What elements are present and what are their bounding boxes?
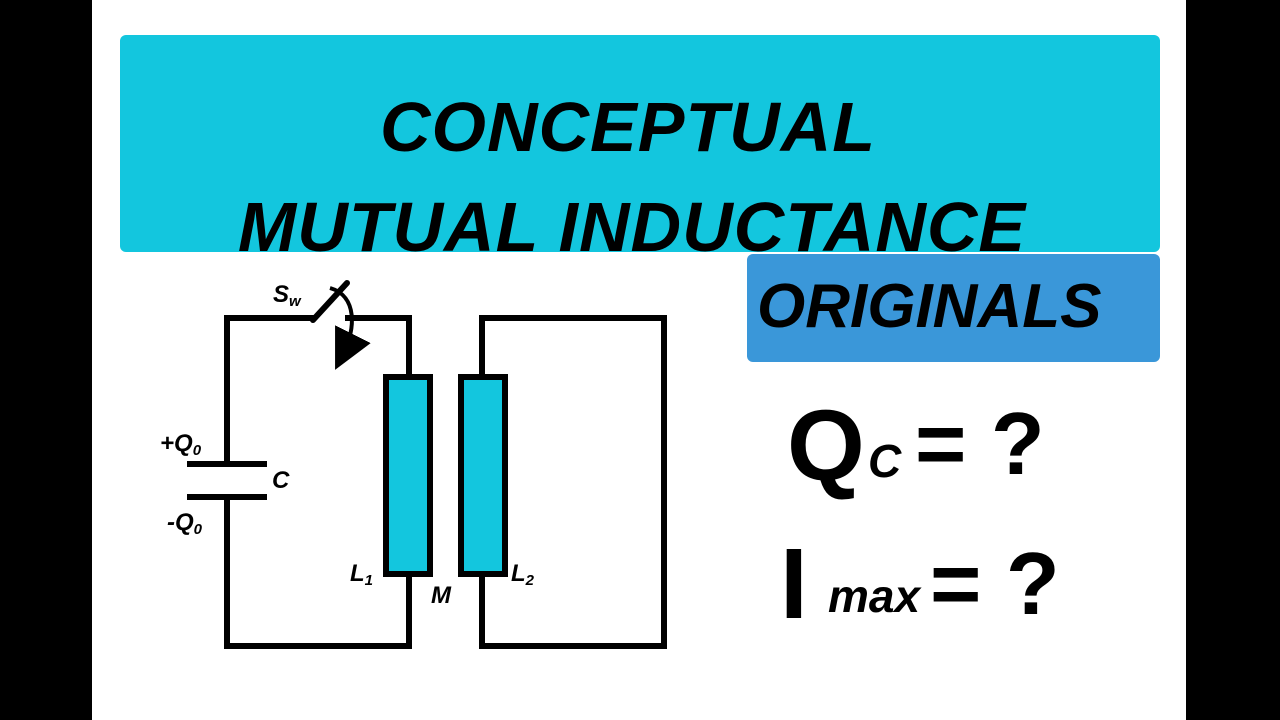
- mutual-inductance-label: M: [431, 582, 451, 609]
- inductor-l2-label: L2: [511, 560, 535, 590]
- equation-charge-rhs: = ?: [915, 394, 1045, 493]
- plus-charge-label: +Q0: [160, 430, 202, 460]
- capacitor-label: C: [272, 467, 290, 494]
- originals-badge: [747, 254, 1160, 362]
- equation-current-rhs: = ?: [930, 534, 1060, 633]
- secondary-loop-wire: [479, 315, 667, 649]
- equation-current-symbol: I: [780, 528, 808, 640]
- equation-charge-symbol: Q: [787, 390, 865, 502]
- primary-wire-bottom: [224, 498, 412, 649]
- originals-label: ORIGINALS: [757, 272, 1102, 341]
- title-line-2: MUTUAL INDUCTANCE: [237, 188, 1027, 266]
- switch-label: Sw: [273, 281, 301, 311]
- primary-wire-right-top: [345, 315, 412, 376]
- inductor-l1-label: L1: [350, 560, 374, 590]
- minus-charge-label: -Q0: [167, 509, 203, 539]
- switch-lever: [310, 280, 350, 323]
- equation-current-subscript: max: [828, 570, 921, 622]
- switch-arrow-icon: [329, 286, 371, 370]
- primary-wire-left: [224, 315, 315, 462]
- title-banner: CONCEPTUAL MUTUAL INDUCTANCE: [120, 35, 1160, 266]
- title-line-1: CONCEPTUAL: [379, 88, 877, 166]
- inductor-l1: [383, 374, 433, 577]
- inductor-l2: [458, 374, 508, 577]
- equation-charge-subscript: C: [868, 435, 902, 487]
